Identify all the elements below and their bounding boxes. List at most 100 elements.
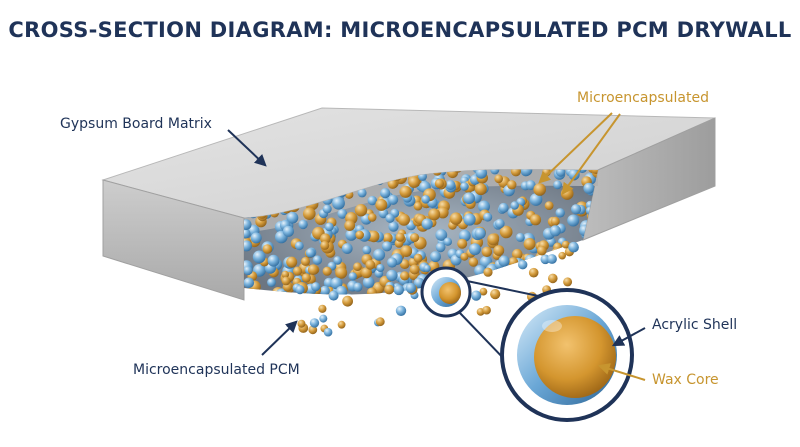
cavity-bead bbox=[544, 201, 554, 211]
spilled-bead bbox=[479, 287, 488, 296]
label-microencapsulated-pcm: Microencapsulated PCM bbox=[133, 362, 300, 378]
arrow-pcm bbox=[261, 320, 298, 356]
cavity-bead bbox=[499, 225, 513, 239]
spilled-bead bbox=[405, 282, 416, 294]
arrow-microencapsulated-1 bbox=[538, 112, 613, 184]
cavity-bead bbox=[495, 218, 505, 229]
cavity-bead bbox=[576, 278, 588, 290]
cavity-bead bbox=[568, 169, 580, 181]
cavity-bead bbox=[533, 183, 546, 196]
cavity-bead bbox=[395, 232, 405, 242]
cavity-bead bbox=[303, 207, 316, 220]
cavity-bead bbox=[282, 225, 294, 237]
cavity-bead bbox=[445, 180, 456, 190]
cavity-bead bbox=[507, 180, 517, 190]
cavity-bead bbox=[355, 230, 365, 240]
spilled-bead bbox=[342, 295, 353, 307]
cavity-bead bbox=[413, 201, 423, 211]
cavity-bead bbox=[463, 192, 475, 205]
spilled-bead bbox=[563, 277, 573, 287]
cavity-bead bbox=[362, 245, 372, 255]
cavity-bead bbox=[362, 276, 375, 289]
cavity-bead bbox=[387, 257, 398, 268]
cavity-bead bbox=[510, 169, 522, 177]
cavity-bead bbox=[301, 256, 310, 266]
cavity-bead bbox=[337, 208, 348, 219]
cavity-bead bbox=[367, 195, 377, 206]
cavity-bead bbox=[553, 180, 562, 190]
cavity-bead bbox=[581, 242, 592, 253]
cavity-bead bbox=[492, 276, 503, 287]
label-acrylic-shell: Acrylic Shell bbox=[652, 317, 738, 333]
cavity-bead bbox=[474, 183, 487, 196]
spilled-bead bbox=[365, 259, 376, 270]
cavity-bead bbox=[244, 277, 255, 289]
cavity-bead bbox=[267, 254, 280, 267]
cavity-bead bbox=[345, 229, 358, 241]
cavity-bead bbox=[322, 266, 332, 276]
spilled-bead bbox=[423, 264, 431, 272]
cavity-bead bbox=[286, 211, 299, 224]
cavity-bead bbox=[382, 232, 393, 243]
cavity-bead bbox=[512, 248, 523, 260]
gypsum-right-face bbox=[582, 117, 716, 241]
spilled-bead bbox=[281, 270, 290, 279]
cavity-bead bbox=[567, 214, 580, 227]
cavity-bead bbox=[457, 238, 468, 249]
spilled-bead bbox=[295, 285, 305, 295]
arrow-microencapsulated-2 bbox=[561, 113, 621, 195]
cavity-bead bbox=[244, 265, 253, 276]
cavity-bead bbox=[550, 216, 560, 226]
spilled-bead bbox=[490, 289, 501, 300]
cavity-bead bbox=[381, 241, 393, 252]
cavity-bead bbox=[244, 240, 252, 252]
label-wax-core: Wax Core bbox=[652, 372, 719, 388]
cavity-bead bbox=[324, 222, 334, 232]
spilled-bead bbox=[361, 267, 372, 279]
spilled-bead bbox=[561, 240, 570, 249]
label-microencapsulated: Microencapsulated bbox=[577, 90, 709, 106]
large-capsule-core bbox=[534, 316, 616, 398]
cavity-bead bbox=[515, 232, 525, 242]
cavity-bead bbox=[493, 245, 505, 256]
cavity-bead bbox=[460, 182, 469, 191]
cavity-bead bbox=[580, 254, 590, 264]
cavity-bead bbox=[367, 230, 380, 243]
spilled-bead bbox=[311, 282, 321, 292]
spilled-bead bbox=[430, 251, 441, 263]
label-gypsum-board-matrix: Gypsum Board Matrix bbox=[60, 116, 212, 132]
spilled-bead bbox=[376, 264, 385, 272]
cavity-bead bbox=[320, 240, 330, 250]
spilled-bead bbox=[323, 327, 333, 337]
cavity-bead bbox=[335, 285, 348, 295]
spilled-bead bbox=[292, 266, 303, 276]
cavity-bead bbox=[587, 246, 598, 257]
spilled-bead bbox=[413, 253, 423, 263]
spilled-bead bbox=[353, 262, 362, 272]
cavity-bead bbox=[523, 238, 536, 250]
cavity-bead bbox=[581, 265, 595, 278]
cavity-bead bbox=[428, 208, 441, 221]
spilled-bead bbox=[483, 267, 493, 277]
cavity-bead bbox=[319, 285, 330, 295]
cavity-bead bbox=[357, 188, 367, 198]
cavity-bead bbox=[443, 237, 452, 246]
spilled-bead bbox=[568, 241, 579, 253]
cavity-bead bbox=[589, 258, 598, 272]
cavity-bead bbox=[298, 219, 308, 230]
cavity-bead bbox=[373, 248, 386, 261]
cavity-bead bbox=[250, 232, 262, 244]
spilled-bead bbox=[558, 251, 566, 260]
spilled-bead bbox=[348, 272, 357, 281]
spilled-bead bbox=[395, 305, 407, 316]
cavity-bead bbox=[399, 259, 410, 269]
cavity-bead bbox=[508, 257, 519, 268]
cavity-bead bbox=[341, 243, 353, 254]
zoom-line-upper bbox=[466, 280, 549, 299]
cavity-bead bbox=[463, 213, 476, 226]
cavity-bead bbox=[400, 245, 413, 257]
spilled-bead bbox=[328, 290, 339, 301]
spilled-bead bbox=[318, 304, 327, 313]
cavity-bead bbox=[532, 280, 542, 290]
